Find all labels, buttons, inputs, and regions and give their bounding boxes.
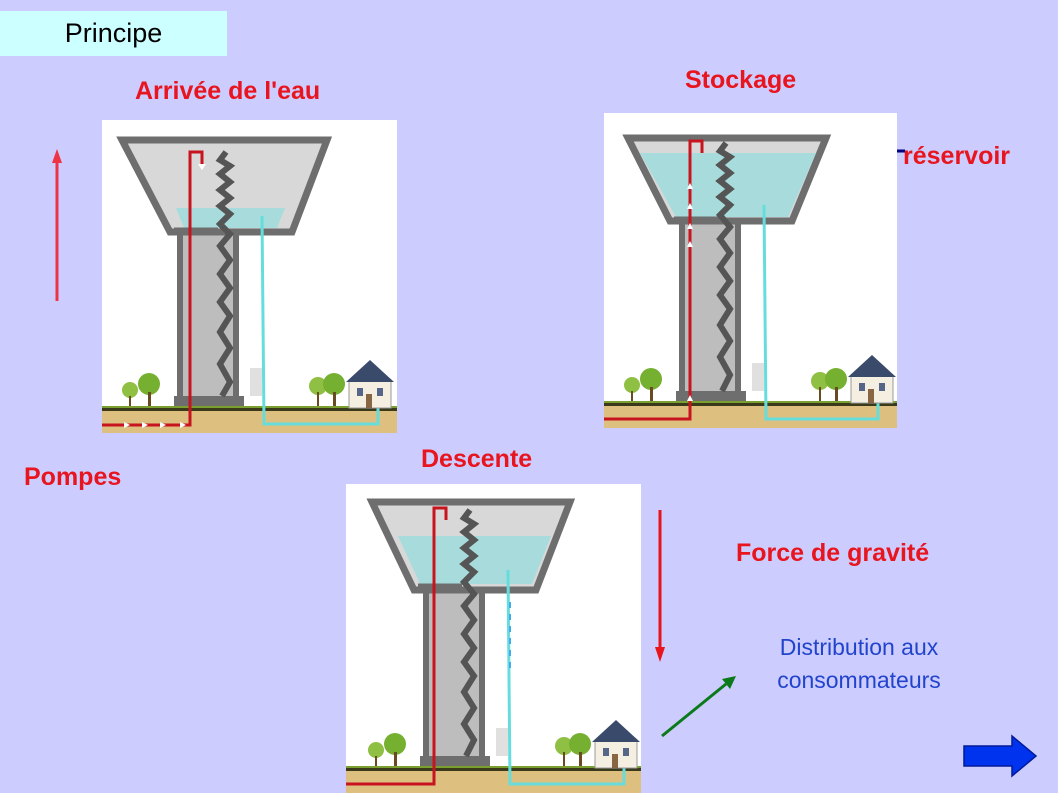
panel-descente	[346, 484, 641, 793]
water-tower-stockage	[604, 134, 897, 428]
label-stockage: Stockage	[685, 66, 797, 94]
label-gravite: Force de gravité	[736, 539, 930, 567]
panel-arrivee	[102, 120, 397, 433]
gravity-down-arrow-icon	[655, 510, 665, 662]
label-arrivee: Arrivée de l'eau	[135, 77, 321, 105]
label-reservoir: réservoir	[903, 142, 1011, 170]
next-slide-arrow-icon[interactable]	[962, 734, 1040, 778]
water-tower-arrivee	[102, 136, 397, 433]
label-distribution: Distribution aux consommateurs	[748, 631, 970, 697]
panel-stockage	[604, 113, 897, 428]
water-tower-descente	[346, 498, 641, 793]
page-title: Principe	[0, 11, 227, 56]
pump-up-arrow-icon	[52, 149, 62, 301]
label-distribution-line1: Distribution aux	[779, 634, 939, 660]
distribution-arrow-icon	[661, 676, 736, 738]
label-distribution-line2: consommateurs	[777, 667, 941, 693]
label-pompes: Pompes	[24, 463, 122, 491]
label-descente: Descente	[421, 445, 533, 473]
